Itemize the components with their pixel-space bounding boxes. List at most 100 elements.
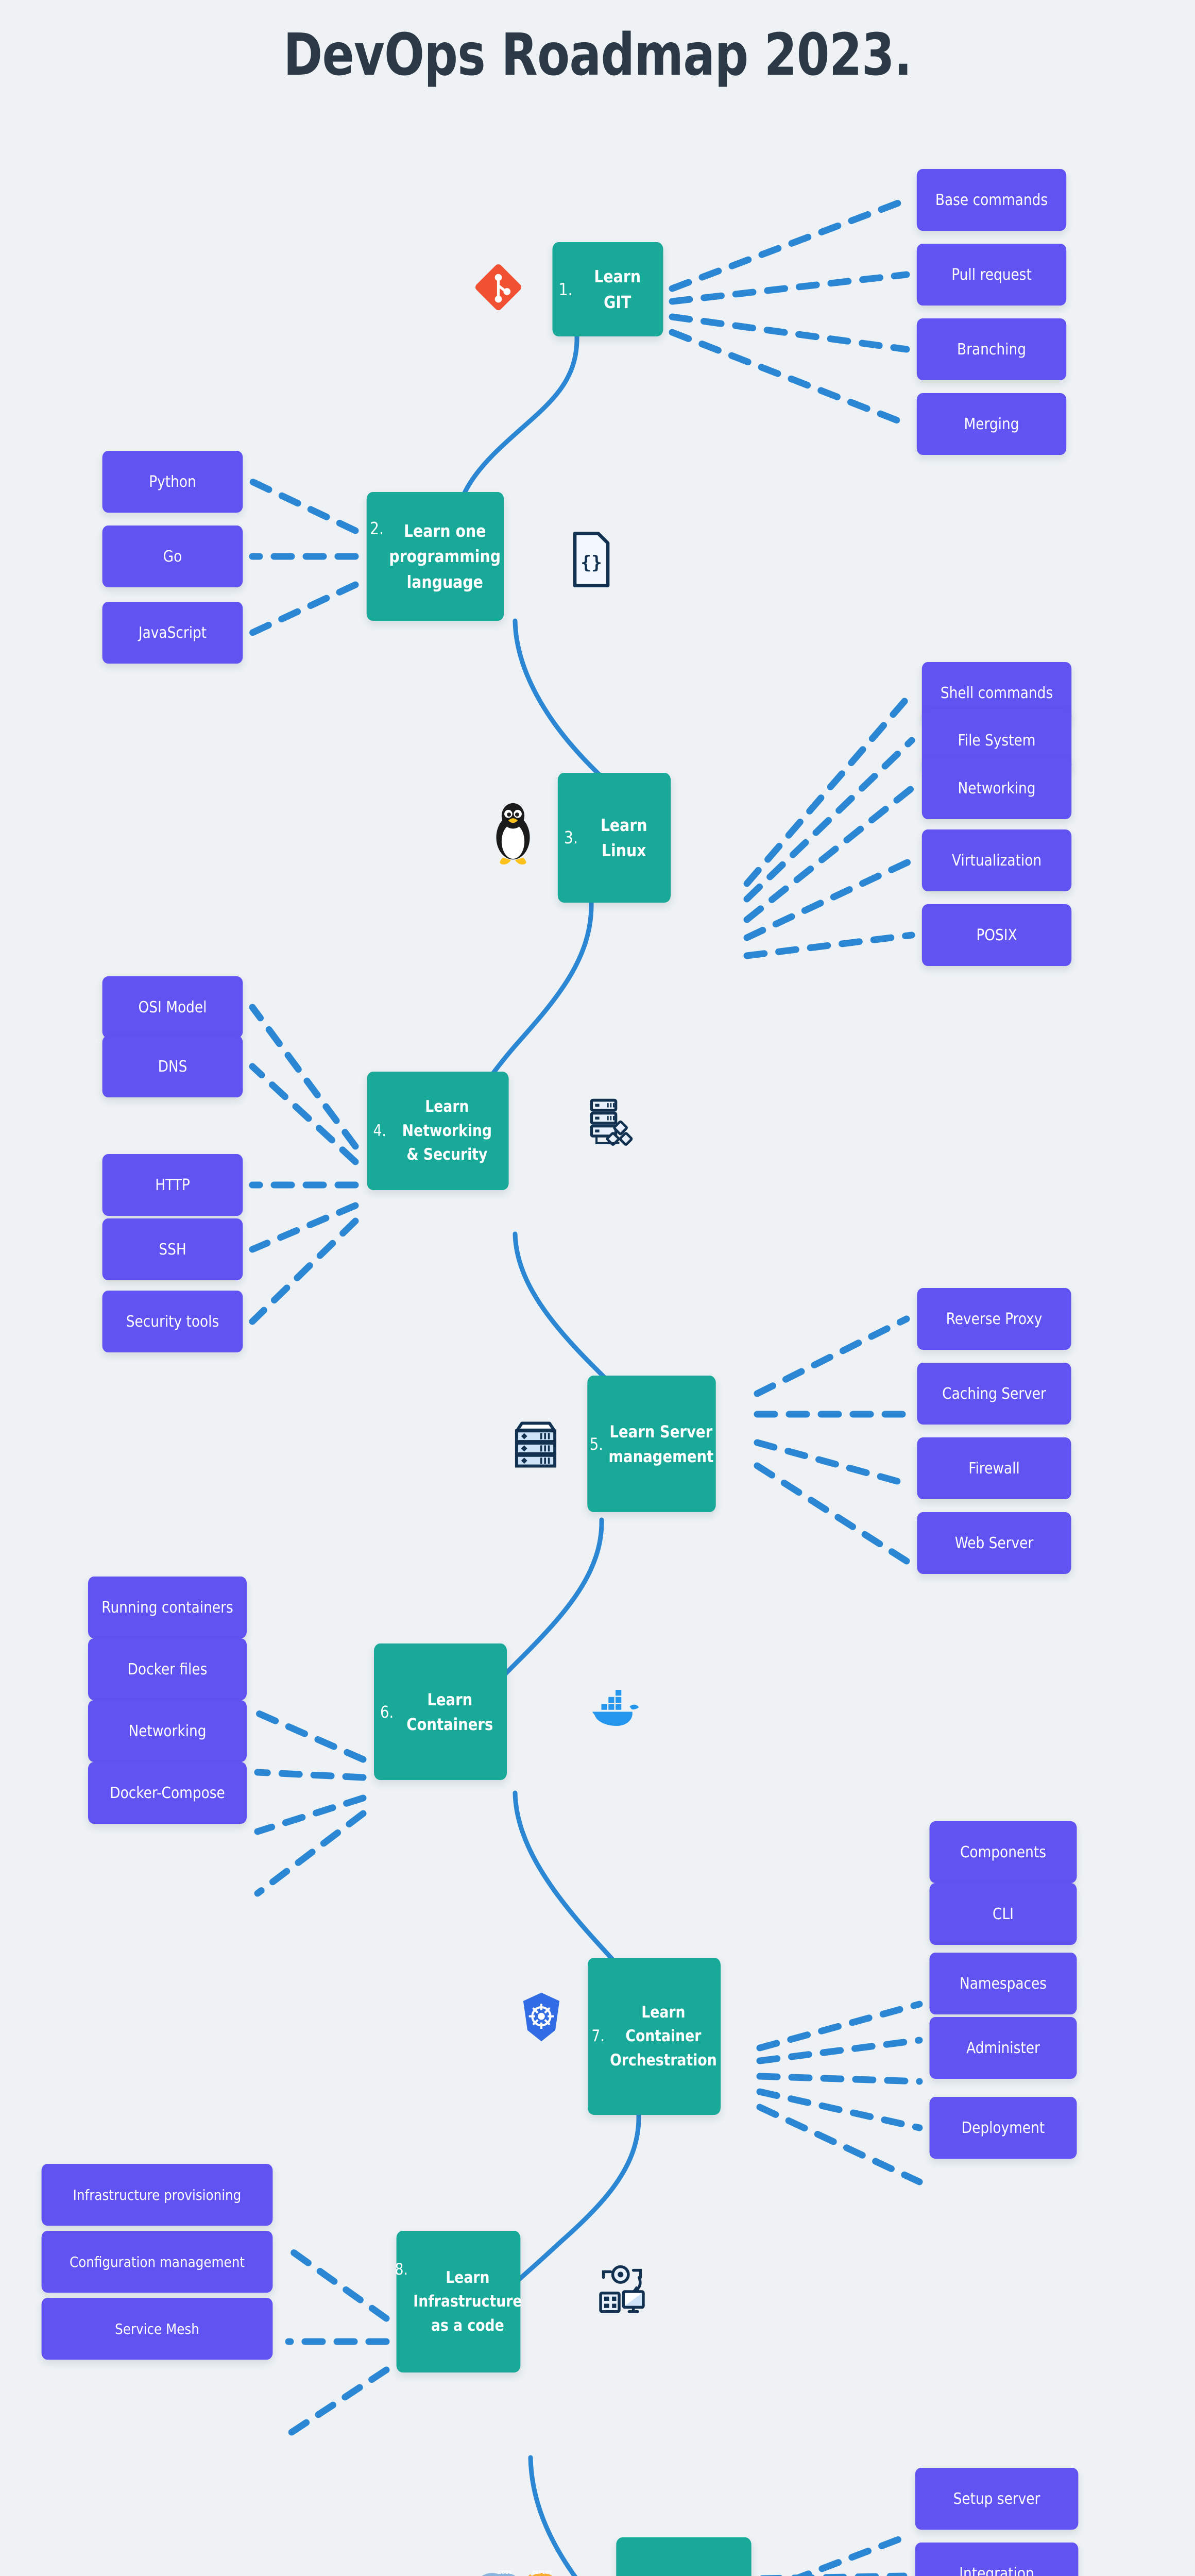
leaf-cli[interactable]: CLI bbox=[929, 1883, 1077, 1945]
node-learn-programming-language[interactable]: 2. Learn one programming language bbox=[366, 492, 504, 621]
node-learn-container-orchestration[interactable]: 7. Learn Container Orchestration bbox=[588, 1958, 721, 2115]
leaf-web-server[interactable]: Web Server bbox=[917, 1512, 1071, 1574]
dash-9-1 bbox=[793, 2534, 908, 2576]
leaf-go[interactable]: Go bbox=[102, 526, 243, 587]
dash-4-1 bbox=[249, 1004, 359, 1150]
node-number: 5. bbox=[589, 1434, 604, 1454]
node-number: 2. bbox=[369, 518, 384, 538]
dash-6-1 bbox=[254, 1709, 367, 1763]
node-learn-networking-security[interactable]: 4. Learn Networking & Security bbox=[367, 1072, 509, 1190]
leaf-osi-model[interactable]: OSI Model bbox=[102, 976, 243, 1038]
leaf-merging[interactable]: Merging bbox=[916, 393, 1067, 455]
leaf-firewall[interactable]: Firewall bbox=[917, 1437, 1071, 1499]
node-label: Learn Infrastructure as a code bbox=[413, 2268, 522, 2335]
leaf-namespaces[interactable]: Namespaces bbox=[929, 1953, 1077, 2014]
node-learn-ci-cd[interactable]: 9. Learn CI/CD bbox=[616, 2537, 752, 2576]
network-security-icon bbox=[590, 1098, 633, 1146]
node-label: Learn GIT bbox=[594, 266, 641, 312]
dash-2-1 bbox=[249, 478, 359, 534]
infrastructure-as-code-icon bbox=[599, 2265, 645, 2313]
leaf-networking-docker[interactable]: Networking bbox=[88, 1700, 247, 1762]
leaf-pull-request[interactable]: Pull request bbox=[916, 244, 1067, 306]
dash-4-4 bbox=[249, 1202, 359, 1253]
kubernetes-helm-icon bbox=[523, 1992, 560, 2042]
dash-2-3 bbox=[249, 581, 359, 636]
leaf-administer[interactable]: Administer bbox=[929, 2017, 1077, 2079]
devops-infinity-icon: CODE TEST DEPLOY MONITOR bbox=[482, 2570, 552, 2576]
linux-penguin-icon bbox=[496, 803, 530, 865]
leaf-dns[interactable]: DNS bbox=[102, 1036, 243, 1097]
dash-3-4 bbox=[743, 857, 915, 941]
leaf-security-tools[interactable]: Security tools bbox=[102, 1291, 243, 1352]
leaf-deployment[interactable]: Deployment bbox=[929, 2097, 1077, 2159]
node-label: Learn Container Orchestration bbox=[610, 2003, 717, 2070]
leaf-running-containers[interactable]: Running containers bbox=[88, 1577, 247, 1638]
node-label: Learn Linux bbox=[600, 815, 647, 861]
svg-text:DEPLOY: DEPLOY bbox=[532, 2570, 552, 2575]
leaf-reverse-proxy[interactable]: Reverse Proxy bbox=[917, 1288, 1071, 1350]
leaf-infrastructure-provisioning[interactable]: Infrastructure provisioning bbox=[41, 2164, 273, 2226]
node-learn-git[interactable]: 1. Learn GIT bbox=[552, 242, 663, 336]
dash-3-2 bbox=[743, 737, 915, 903]
svg-text:CODE: CODE bbox=[498, 2570, 512, 2575]
dash-3-1 bbox=[743, 689, 915, 887]
leaf-components[interactable]: Components bbox=[929, 1821, 1077, 1883]
node-number: 4. bbox=[373, 1121, 386, 1140]
node-label: Learn Server management bbox=[608, 1421, 714, 1466]
leaf-branching[interactable]: Branching bbox=[916, 318, 1067, 380]
leaf-virtualization[interactable]: Virtualization bbox=[921, 829, 1072, 891]
dash-3-3 bbox=[743, 785, 915, 923]
leaf-configuration-management[interactable]: Configuration management bbox=[41, 2231, 273, 2293]
dash-7-4 bbox=[756, 2088, 923, 2131]
dash-5-3 bbox=[754, 1439, 910, 1487]
node-label: Learn Networking & Security bbox=[402, 1097, 492, 1164]
node-learn-server-management[interactable]: 5. Learn Server management bbox=[587, 1376, 716, 1512]
dash-7-1 bbox=[756, 2001, 923, 2052]
node-number: 3. bbox=[564, 827, 578, 848]
node-learn-linux[interactable]: 3. Learn Linux bbox=[557, 773, 671, 903]
leaf-ssh[interactable]: SSH bbox=[102, 1218, 243, 1280]
leaf-docker-compose[interactable]: Docker-Compose bbox=[88, 1762, 247, 1824]
dash-4-2 bbox=[249, 1063, 359, 1165]
server-rack-icon bbox=[515, 1421, 557, 1468]
dash-6-2 bbox=[254, 1769, 367, 1781]
dash-1-1 bbox=[669, 196, 910, 292]
dash-1-4 bbox=[669, 329, 910, 428]
leaf-javascript[interactable]: JavaScript bbox=[102, 602, 243, 664]
dash-3-5 bbox=[743, 931, 915, 959]
dash-7-5 bbox=[756, 2104, 923, 2185]
leaf-python[interactable]: Python bbox=[102, 451, 243, 513]
node-number: 7. bbox=[591, 2027, 605, 2046]
leaf-docker-files[interactable]: Docker files bbox=[88, 1638, 247, 1700]
leaf-service-mesh[interactable]: Service Mesh bbox=[41, 2298, 273, 2360]
git-icon bbox=[475, 264, 521, 310]
leaf-base-commands[interactable]: Base commands bbox=[916, 169, 1067, 231]
docker-whale-icon bbox=[592, 1690, 639, 1726]
node-learn-infrastructure-as-code[interactable]: 8. Learn Infrastructure as a code bbox=[395, 2231, 522, 2372]
dash-5-1 bbox=[754, 1315, 910, 1397]
dash-8-1 bbox=[285, 2245, 390, 2322]
dash-8-3 bbox=[285, 2366, 390, 2438]
node-learn-containers[interactable]: 6. Learn Containers bbox=[374, 1643, 507, 1780]
node-label: Learn Containers bbox=[406, 1689, 493, 1734]
leaf-setup-server[interactable]: Setup server bbox=[915, 2468, 1079, 2530]
dash-6-3 bbox=[254, 1794, 367, 1835]
dash-1-2 bbox=[669, 271, 910, 305]
code-file-icon: {} bbox=[573, 532, 610, 587]
leaf-posix[interactable]: POSIX bbox=[921, 904, 1072, 966]
node-label: Learn one programming language bbox=[389, 520, 501, 592]
leaf-networking-linux[interactable]: Networking bbox=[921, 757, 1072, 819]
node-number: 6. bbox=[380, 1702, 394, 1722]
leaf-caching-server[interactable]: Caching Server bbox=[917, 1363, 1071, 1425]
page-title: DevOps Roadmap 2023. bbox=[283, 22, 912, 89]
dash-7-3 bbox=[756, 2073, 923, 2085]
dash-6-4 bbox=[254, 1810, 367, 1897]
leaf-http[interactable]: HTTP bbox=[102, 1154, 243, 1216]
dash-4-5 bbox=[249, 1217, 359, 1325]
svg-text:{}: {} bbox=[581, 552, 602, 573]
leaf-integration[interactable]: Integration bbox=[915, 2543, 1079, 2576]
dash-5-4 bbox=[754, 1462, 910, 1565]
dash-1-3 bbox=[669, 313, 910, 353]
node-number: 8. bbox=[395, 2260, 408, 2279]
